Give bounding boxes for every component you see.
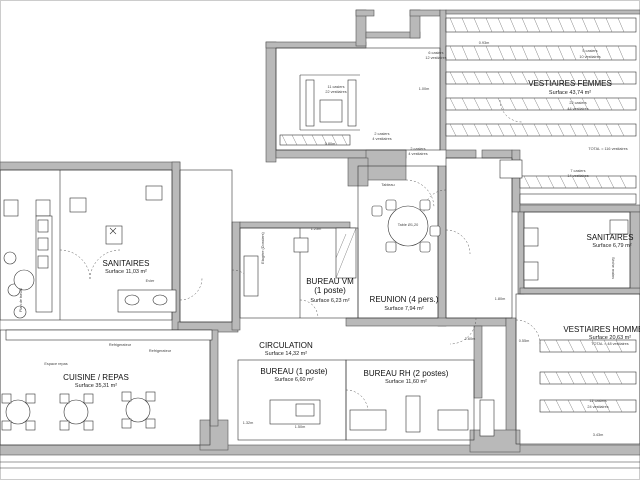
walls bbox=[0, 9, 640, 456]
svg-text:0.93m: 0.93m bbox=[479, 41, 490, 45]
left-fixtures bbox=[3, 185, 177, 319]
room-label-circulation: CIRCULATION Surface 14,32 m² bbox=[259, 341, 313, 357]
svg-text:2 casiers: 2 casiers bbox=[410, 147, 425, 151]
svg-text:1.50m: 1.50m bbox=[295, 425, 306, 429]
svg-text:BUREAU VM: BUREAU VM bbox=[306, 277, 354, 286]
svg-text:VESTIAIRES FEMMES: VESTIAIRES FEMMES bbox=[528, 79, 612, 88]
svg-text:Evier: Evier bbox=[146, 279, 155, 283]
dimensions: 0.93m 1.00m 0.80m 1.32m 1.25m 1.50m 3.43… bbox=[243, 41, 604, 437]
svg-text:Table Ø1,20: Table Ø1,20 bbox=[398, 223, 418, 227]
locker-notes-right: 7 casiers 14 vestiaires bbox=[567, 169, 588, 178]
svg-text:TOTAL = 48 vestiaires: TOTAL = 48 vestiaires bbox=[591, 342, 628, 346]
room-label-bureau-vm: BUREAU VM (1 poste) Surface 6,23 m² bbox=[306, 277, 354, 304]
svg-text:Surface 35,31 m²: Surface 35,31 m² bbox=[75, 383, 117, 389]
room-label-vestiaires-hommes: VESTIAIRES HOMMES Surface 20,63 m² TOTAL… bbox=[563, 325, 640, 409]
svg-text:0.55m: 0.55m bbox=[519, 339, 530, 343]
stair bbox=[335, 227, 357, 279]
svg-text:Plan de travail: Plan de travail bbox=[19, 288, 23, 312]
room-label-bureau-1: BUREAU (1 poste) Surface 6,60 m² bbox=[260, 367, 327, 383]
locker-notes-top: 6 casiers 12 vestiaires 5 casiers 10 ves… bbox=[425, 49, 600, 60]
room-label-cuisine: CUISINE / REPAS Surface 35,31 m² Espace … bbox=[44, 362, 128, 389]
svg-text:Surface 14,32 m²: Surface 14,32 m² bbox=[265, 351, 307, 357]
svg-text:CIRCULATION: CIRCULATION bbox=[259, 341, 313, 350]
svg-text:44 vestiaires: 44 vestiaires bbox=[567, 107, 588, 111]
svg-text:22 casiers: 22 casiers bbox=[569, 101, 586, 105]
svg-text:Surface 7,94 m²: Surface 7,94 m² bbox=[384, 306, 423, 312]
svg-text:6 casiers: 6 casiers bbox=[428, 51, 443, 55]
svg-text:24 vestiaires: 24 vestiaires bbox=[587, 405, 608, 409]
partitions bbox=[0, 47, 640, 446]
svg-text:4 vestiaires: 4 vestiaires bbox=[408, 152, 427, 156]
svg-text:4 vestiaires: 4 vestiaires bbox=[372, 137, 391, 141]
svg-text:Etagère (Dossiers): Etagère (Dossiers) bbox=[261, 231, 265, 263]
annotations: Tableau Refrigerateur Refrigerateur Evie… bbox=[19, 183, 615, 353]
svg-text:1.00m: 1.00m bbox=[419, 87, 430, 91]
svg-text:VESTIAIRES HOMMES: VESTIAIRES HOMMES bbox=[563, 325, 640, 334]
svg-text:Surface 20,63 m²: Surface 20,63 m² bbox=[589, 335, 631, 341]
svg-text:Surface 43,74 m²: Surface 43,74 m² bbox=[549, 90, 591, 96]
svg-text:SANITAIRES: SANITAIRES bbox=[587, 233, 634, 242]
locker-hatching bbox=[281, 17, 627, 413]
right-fixtures bbox=[109, 99, 629, 281]
meeting-table bbox=[371, 199, 441, 253]
svg-text:5 casiers: 5 casiers bbox=[582, 49, 597, 53]
svg-text:2 casiers: 2 casiers bbox=[374, 132, 389, 136]
svg-text:SANITAIRES: SANITAIRES bbox=[103, 259, 150, 268]
svg-text:TOTAL = 116 vestiaires: TOTAL = 116 vestiaires bbox=[588, 147, 627, 151]
svg-text:0.80m: 0.80m bbox=[325, 142, 336, 146]
cuisine-tables bbox=[1, 329, 213, 431]
locker-rows bbox=[279, 17, 637, 413]
svg-text:1.25m: 1.25m bbox=[311, 227, 322, 231]
svg-text:Tableau: Tableau bbox=[381, 183, 394, 187]
svg-text:3.43m: 3.43m bbox=[593, 433, 604, 437]
svg-text:2.60m: 2.60m bbox=[465, 337, 476, 341]
bottom-strip bbox=[0, 461, 640, 469]
svg-text:1.32m: 1.32m bbox=[243, 421, 254, 425]
locker-notes-left: 11 casiers 22 vestiaires 2 casiers 4 ves… bbox=[325, 85, 427, 156]
svg-text:14 vestiaires: 14 vestiaires bbox=[567, 174, 588, 178]
svg-text:10 vestiaires: 10 vestiaires bbox=[579, 55, 600, 59]
room-label-reunion: REUNION (4 pers.) Surface 7,94 m² bbox=[370, 295, 439, 312]
svg-text:Refrigerateur: Refrigerateur bbox=[109, 343, 132, 347]
svg-text:CUISINE / REPAS: CUISINE / REPAS bbox=[63, 373, 129, 382]
svg-text:(1 poste): (1 poste) bbox=[314, 286, 346, 295]
room-label-vestiaires-femmes: VESTIAIRES FEMMES Surface 43,74 m² 22 ca… bbox=[528, 79, 627, 151]
room-label-sanitaires-left: SANITAIRES Surface 11,03 m² bbox=[103, 259, 150, 275]
svg-text:12 vestiaires: 12 vestiaires bbox=[425, 56, 446, 60]
svg-text:1.80m: 1.80m bbox=[495, 297, 506, 301]
svg-text:Espace repas: Espace repas bbox=[44, 362, 67, 366]
svg-text:12 casiers: 12 casiers bbox=[589, 399, 606, 403]
svg-text:REUNION (4 pers.): REUNION (4 pers.) bbox=[370, 295, 439, 304]
svg-text:BUREAU RH (2 postes): BUREAU RH (2 postes) bbox=[364, 369, 449, 378]
svg-text:7 casiers: 7 casiers bbox=[570, 169, 585, 173]
svg-text:11 casiers: 11 casiers bbox=[327, 85, 344, 89]
svg-text:Surface 6,23 m²: Surface 6,23 m² bbox=[310, 298, 349, 304]
svg-text:Surface 6,60 m²: Surface 6,60 m² bbox=[274, 377, 313, 383]
svg-text:Surface 6,79 m²: Surface 6,79 m² bbox=[592, 243, 631, 249]
svg-text:Refrigerateur: Refrigerateur bbox=[149, 349, 172, 353]
svg-text:Sèche mains: Sèche mains bbox=[611, 257, 615, 279]
svg-text:Surface 11,60 m²: Surface 11,60 m² bbox=[385, 379, 427, 385]
svg-text:Surface 11,03 m²: Surface 11,03 m² bbox=[105, 269, 147, 275]
svg-text:22 vestiaires: 22 vestiaires bbox=[325, 90, 346, 94]
svg-text:BUREAU (1 poste): BUREAU (1 poste) bbox=[260, 367, 327, 376]
office-desks bbox=[243, 237, 495, 437]
room-label-sanitaires-right: SANITAIRES Surface 6,79 m² bbox=[587, 233, 634, 249]
room-label-bureau-rh: BUREAU RH (2 postes) Surface 11,60 m² bbox=[364, 369, 449, 385]
